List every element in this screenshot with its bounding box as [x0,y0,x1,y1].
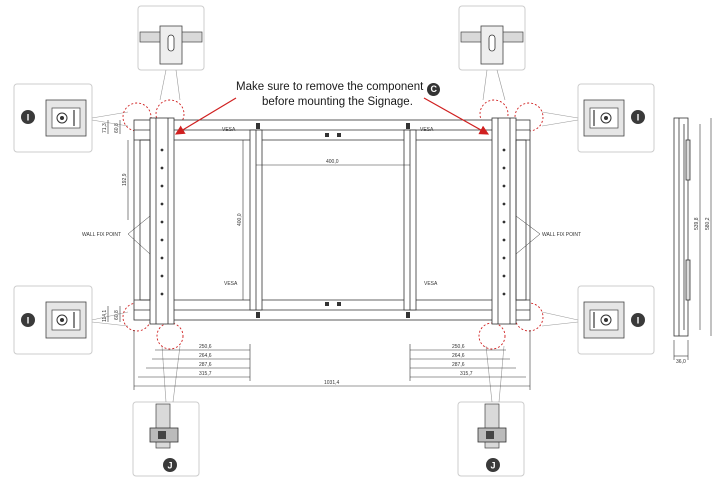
badge-letter: J [490,461,495,471]
mount-holes [160,123,506,318]
badge-letter: I [637,316,640,326]
dim-left-264: 264,6 [199,353,212,359]
dim-side-depth: 36,0 [676,359,686,365]
badge-letter: I [637,113,640,123]
badge-letter: J [167,461,172,471]
badge-foot-right: J [486,458,500,472]
detail-box-right-upper [577,83,655,153]
detail-box-foot-left [132,401,200,477]
dimension-lines [107,118,712,390]
badge-letter: I [27,113,30,123]
dim-right-315: 315,7 [460,371,473,377]
badge-top-right: I [631,110,645,124]
detail-connectors [91,69,579,403]
dim-right-287: 287,6 [452,362,465,368]
instruction-text-1: Make sure to remove the component [236,81,424,93]
instruction-line-2: before mounting the Signage. [262,96,413,108]
dim-left-250: 250,6 [199,344,212,350]
dim-total-width: 1031,4 [324,380,340,386]
wall-fix-label-left: WALL FIX POINT [82,232,121,238]
vesa-label-bottom-left: VESA [224,281,238,287]
vesa-label-top-left: VESA [222,127,236,133]
dim-top-small-1: 71,3 [102,123,108,133]
dim-bottom-small-2: 60,8 [114,310,120,320]
badge-letter: I [27,316,30,326]
wall-fix-label-right: WALL FIX POINT [542,232,581,238]
dim-side-height-inner: 539,8 [694,217,700,230]
vesa-label-top-right: VESA [420,127,434,133]
labels: VESA VESA VESA VESA WALL FIX POINT WALL … [82,123,711,386]
red-arrows [174,97,490,135]
detail-box-top-right [458,5,526,71]
dim-right-250: 250,6 [452,344,465,350]
dim-right-264: 264,6 [452,353,465,359]
dim-left-287: 287,6 [199,362,212,368]
side-profile-view [673,117,691,337]
dim-left-315: 315,7 [199,371,212,377]
detail-box-left-lower [13,285,93,355]
wall-fix-leaders [127,215,541,255]
dim-vesa-width: 400,0 [326,159,339,165]
component-c-badge: C [427,83,441,96]
dim-bottom-small-1: 114,1 [102,310,108,322]
badge-bottom-right: I [631,313,645,327]
dim-side-height-outer: 580,2 [705,217,711,230]
frame-outline [133,117,531,325]
detail-box-foot-right [457,401,525,477]
badge-top-left: I [21,110,35,124]
dim-top-small-2: 60,8 [114,123,120,133]
dim-vesa-height: 400,0 [237,213,243,226]
badge-bottom-left: I [21,313,35,327]
dim-left-side-height: 192,9 [122,173,128,186]
detail-box-top-left [137,5,205,71]
detail-box-right-lower [577,285,655,355]
vesa-label-bottom-right: VESA [424,281,438,287]
badge-foot-left: J [163,458,177,472]
